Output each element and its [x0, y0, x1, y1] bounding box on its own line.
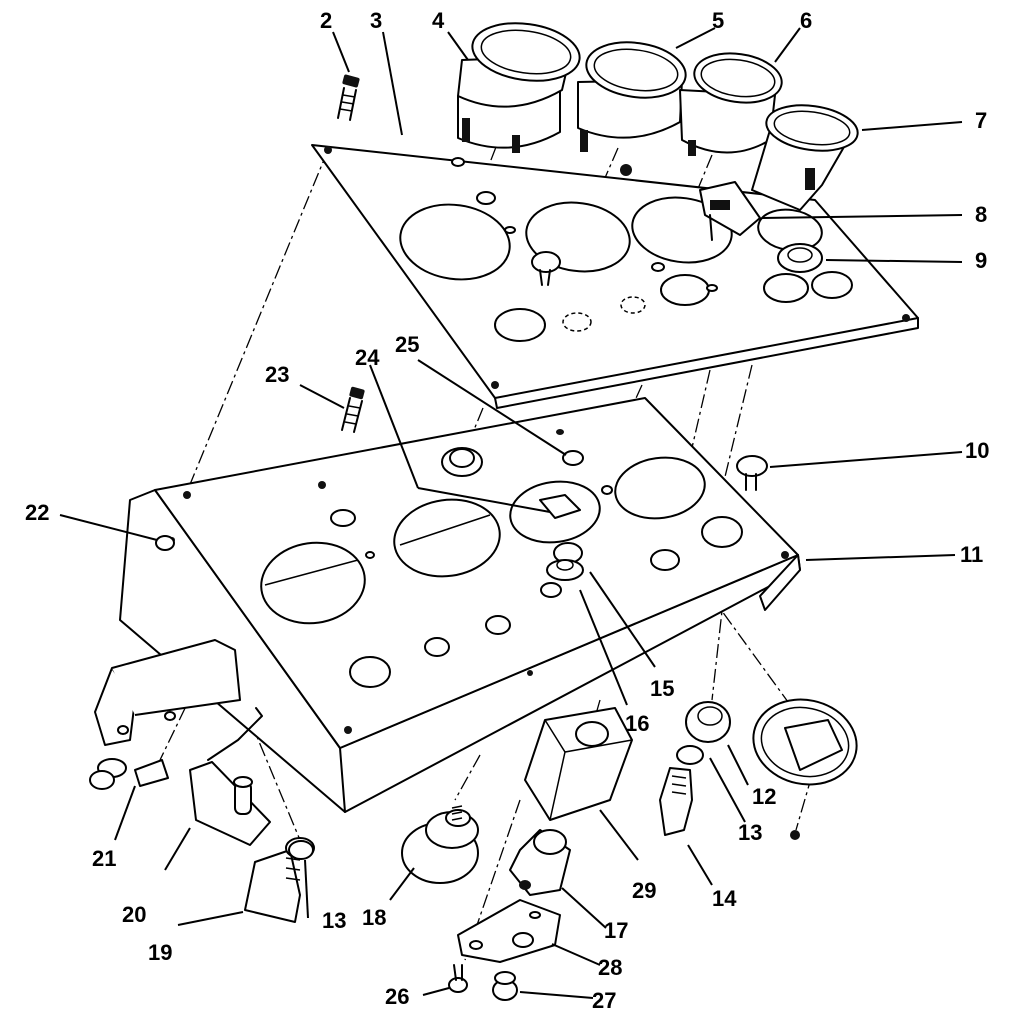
switch-18 [401, 805, 479, 884]
knob-plunger [531, 251, 561, 286]
connector-17 [509, 829, 571, 896]
callout-10: 10 [965, 438, 989, 463]
callout-8: 8 [975, 202, 987, 227]
lamp-socket-12-13-14 [659, 701, 731, 836]
screw-22 [155, 535, 175, 551]
callout-6: 6 [800, 8, 812, 33]
callout-15: 15 [650, 676, 674, 701]
screw-2 [337, 74, 360, 121]
callout-12: 12 [752, 784, 776, 809]
callout-20: 20 [122, 902, 146, 927]
gauge-5 [577, 41, 687, 176]
callout-24: 24 [355, 345, 380, 370]
grommet-13a [288, 840, 314, 860]
housing-grommet [441, 447, 483, 477]
callout-14: 14 [712, 886, 737, 911]
callout-13-right: 13 [738, 820, 762, 845]
nut-9 [777, 243, 823, 273]
indicator-15-16 [546, 542, 584, 581]
callout-16: 16 [625, 711, 649, 736]
callout-28: 28 [598, 955, 622, 980]
callout-25: 25 [395, 332, 419, 357]
callout-5: 5 [712, 8, 724, 33]
callout-3: 3 [370, 8, 382, 33]
callout-21: 21 [92, 846, 116, 871]
callout-22: 22 [25, 500, 49, 525]
plate-28 [457, 899, 561, 963]
callout-23: 23 [265, 362, 289, 387]
bracket-left [94, 639, 241, 746]
switch-20 [189, 707, 271, 846]
button-10 [736, 455, 768, 491]
callout-13-left: 13 [322, 908, 346, 933]
callout-2: 2 [320, 8, 332, 33]
callout-27: 27 [592, 988, 616, 1013]
nut-27 [492, 971, 518, 1001]
callout-labels: 2 3 4 5 6 7 8 9 10 11 12 13 13 14 15 16 … [25, 8, 989, 1013]
callout-18: 18 [362, 905, 386, 930]
callout-9: 9 [975, 248, 987, 273]
callout-4: 4 [432, 8, 445, 33]
screw-23 [341, 386, 365, 433]
callout-17: 17 [604, 918, 628, 943]
callout-11: 11 [960, 542, 983, 567]
lower-housing [119, 397, 801, 813]
callout-29: 29 [632, 878, 656, 903]
gauge-4 [457, 22, 581, 153]
key-switch-8 [699, 181, 761, 241]
box-29 [524, 707, 633, 821]
gauge-7 [751, 104, 859, 211]
instrument-panel [311, 144, 919, 409]
callout-26: 26 [385, 984, 409, 1009]
leader-lines [59, 27, 963, 999]
lens-ring [752, 698, 858, 840]
nut-washer-21 [89, 758, 169, 790]
callout-19: 19 [148, 940, 172, 965]
screw-26 [448, 964, 468, 993]
callout-7: 7 [975, 108, 987, 133]
